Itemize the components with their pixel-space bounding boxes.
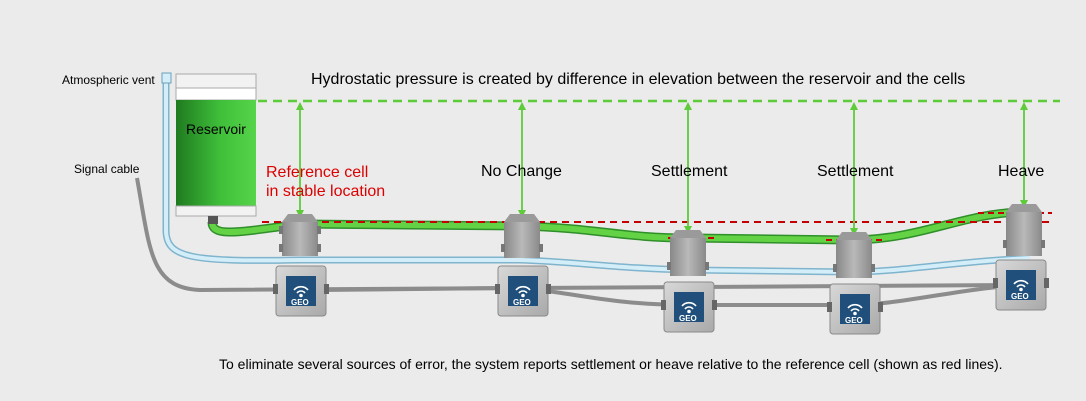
signal-cable-label: Signal cable bbox=[74, 162, 140, 176]
logger-badge-text: GEO bbox=[513, 298, 531, 307]
wifi-icon bbox=[681, 301, 697, 314]
cell-4 bbox=[1003, 204, 1045, 256]
wifi-icon bbox=[847, 303, 863, 316]
atmospheric-vent-label: Atmospheric vent bbox=[62, 73, 155, 87]
cell-1 bbox=[501, 214, 543, 258]
cell-label-no-change: No Change bbox=[481, 163, 562, 180]
signal-cable bbox=[135, 177, 1021, 293]
wifi-icon bbox=[293, 285, 309, 298]
footnote: To eliminate several sources of error, t… bbox=[219, 356, 1003, 372]
cell-2 bbox=[667, 230, 709, 276]
wifi-icon bbox=[1013, 279, 1029, 292]
reference-cell-label: Reference cell in stable location bbox=[266, 163, 385, 201]
reference-cell bbox=[279, 214, 321, 256]
logger-badge-text: GEO bbox=[845, 316, 863, 325]
atmospheric-vent-cap bbox=[161, 72, 172, 84]
reference-cell-label-line1: Reference cell bbox=[266, 164, 369, 181]
reservoir-label: Reservoir bbox=[186, 121, 246, 137]
cell-label-settlement-1: Settlement bbox=[651, 163, 728, 180]
cell-3 bbox=[833, 232, 875, 278]
wifi-icon bbox=[515, 285, 531, 298]
cell-label-heave: Heave bbox=[998, 163, 1045, 180]
logger-badge-text: GEO bbox=[679, 314, 697, 323]
reference-cell-label-line2: in stable location bbox=[266, 183, 386, 200]
logger-badge-text: GEO bbox=[1011, 292, 1029, 301]
cell-label-settlement-2: Settlement bbox=[817, 163, 894, 180]
reservoir bbox=[175, 73, 257, 224]
logger-badge-text: GEO bbox=[291, 298, 309, 307]
diagram-title: Hydrostatic pressure is created by diffe… bbox=[311, 71, 966, 88]
